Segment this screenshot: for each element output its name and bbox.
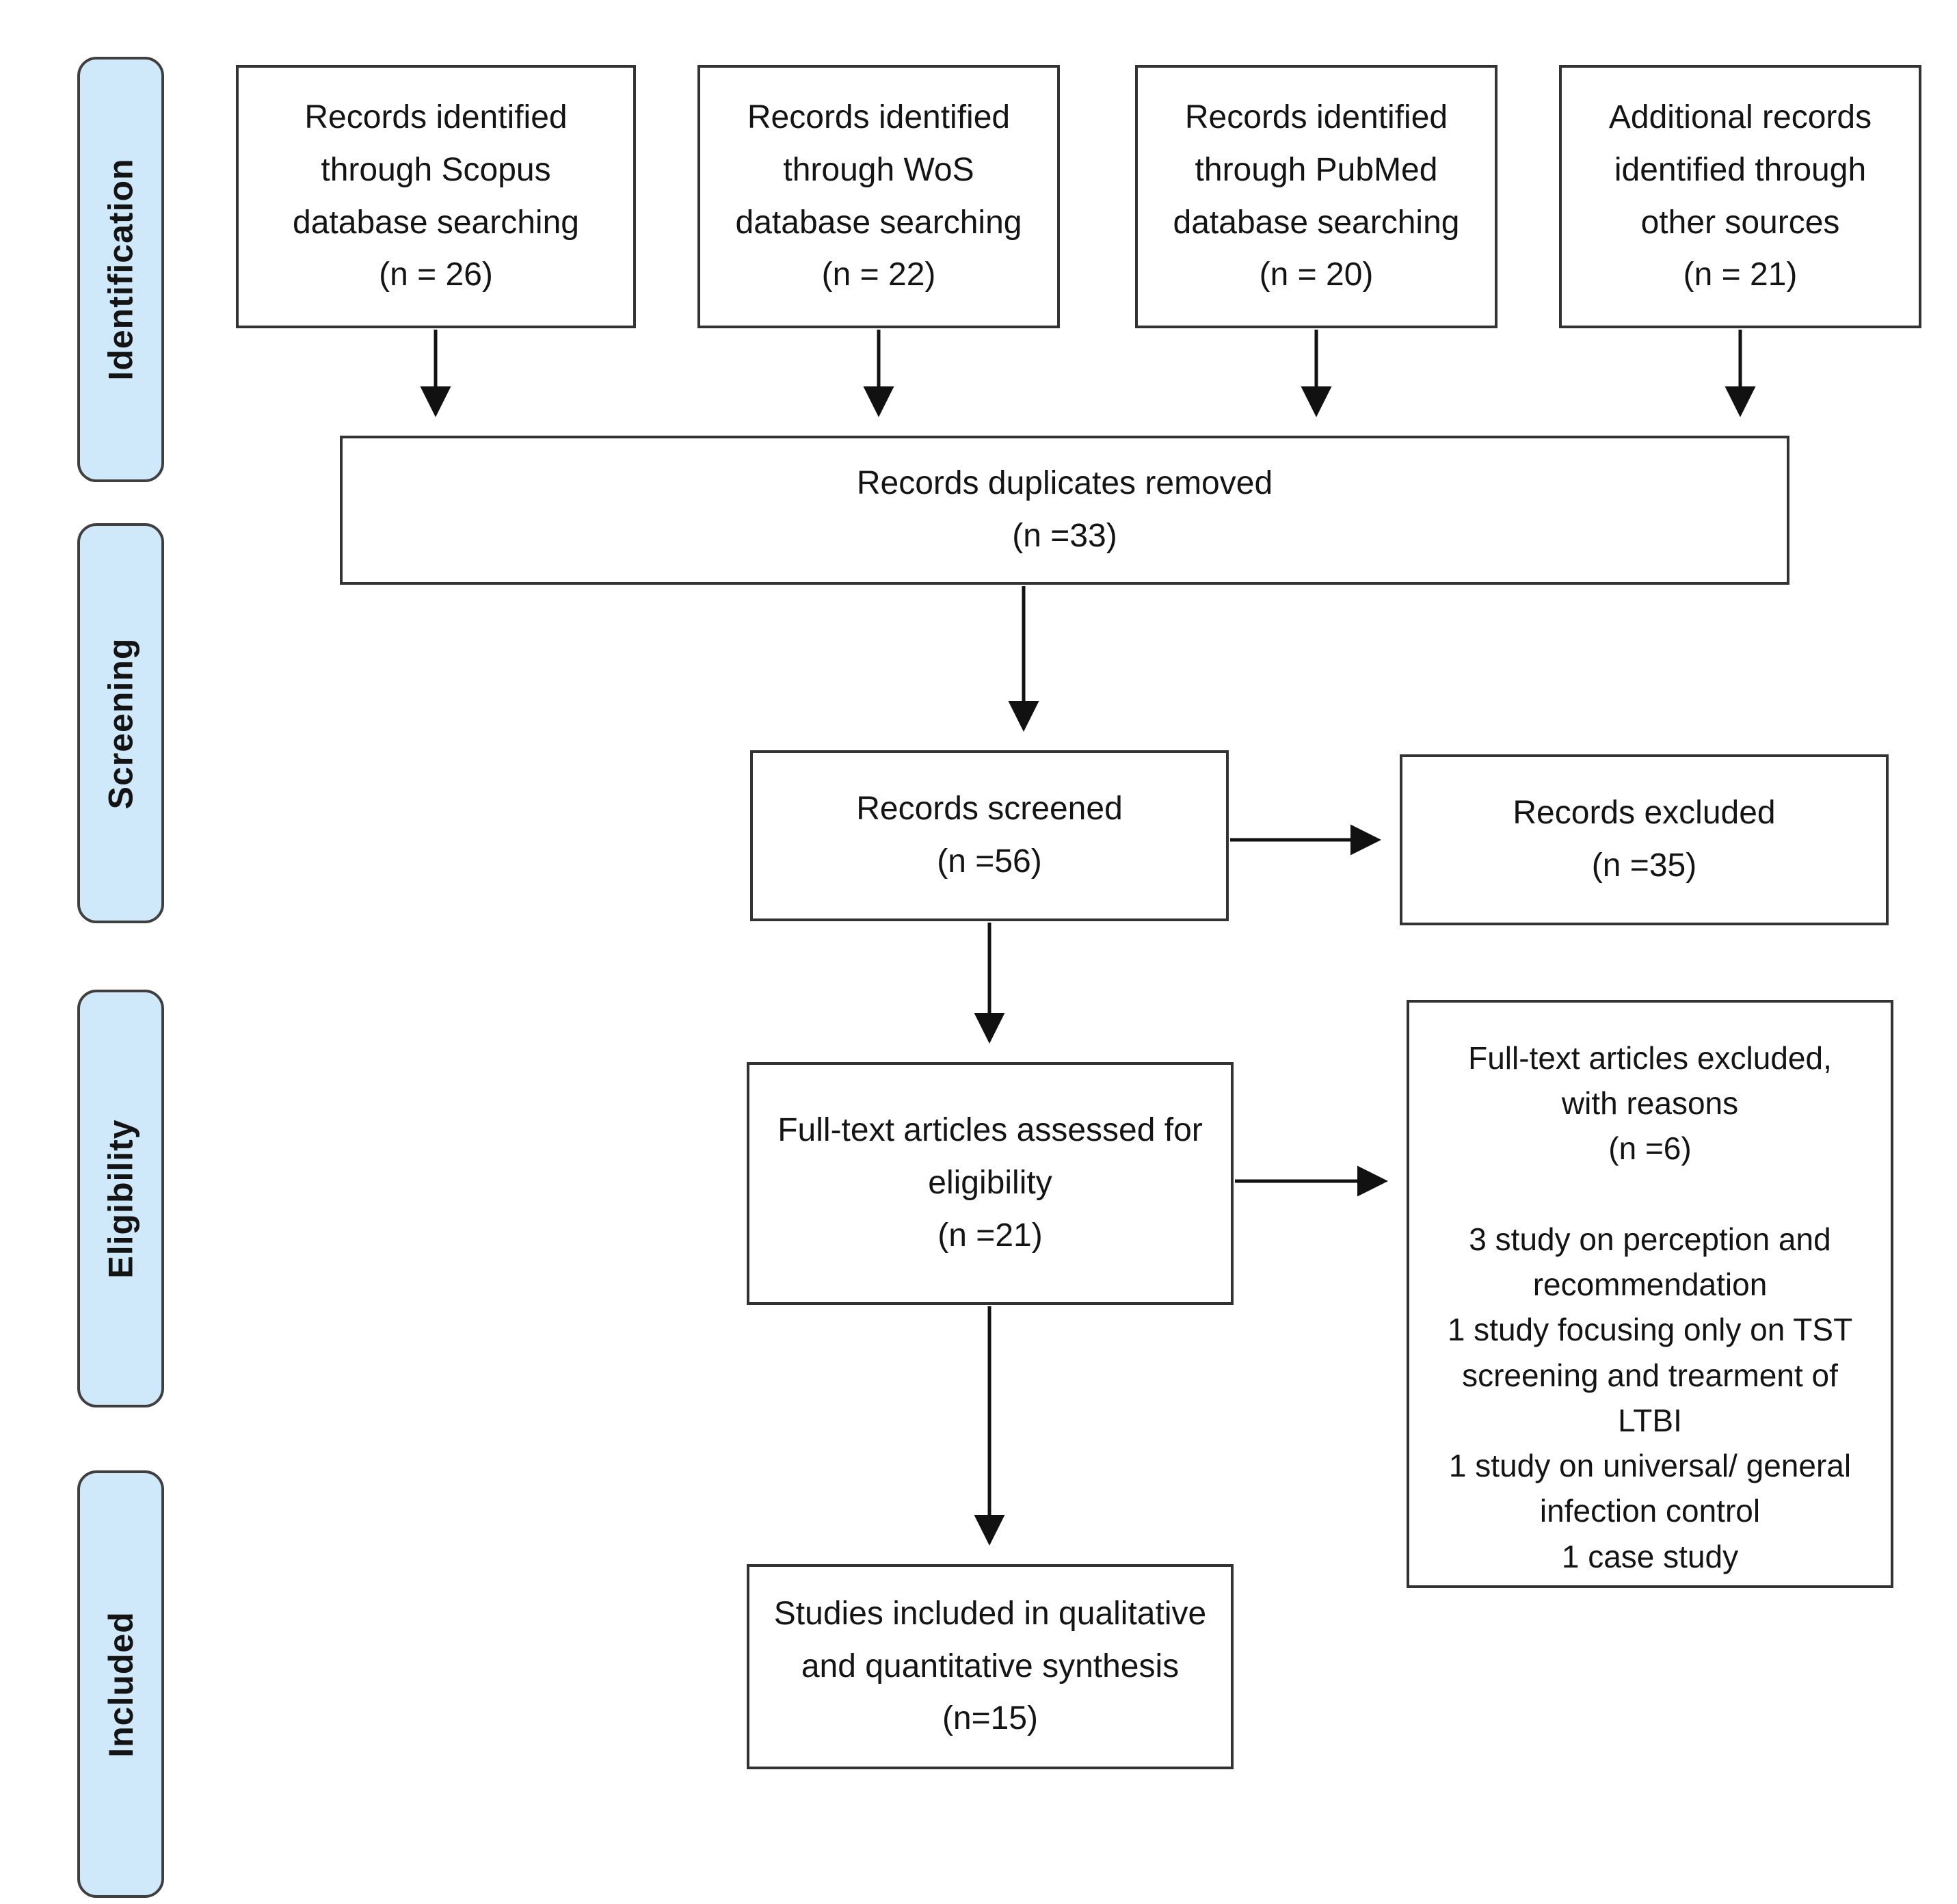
- stage-included: Included: [77, 1470, 164, 1898]
- stage-eligibility: Eligibility: [77, 990, 164, 1407]
- stage-identification: Identification: [77, 57, 164, 482]
- node-additional-records-other-sources: Additional records identified through ot…: [1559, 65, 1921, 328]
- stage-identification-label: Identification: [101, 158, 140, 381]
- node-records-identified-wos: Records identified through WoS database …: [697, 65, 1060, 328]
- node-records-excluded: Records excluded (n =35): [1400, 754, 1889, 925]
- node-records-identified-scopus: Records identified through Scopus databa…: [236, 65, 636, 328]
- stage-screening-label: Screening: [101, 637, 140, 809]
- stage-screening: Screening: [77, 523, 164, 923]
- stage-eligibility-label: Eligibility: [101, 1118, 140, 1279]
- node-studies-included: Studies included in qualitative and quan…: [747, 1564, 1234, 1769]
- stage-included-label: Included: [101, 1611, 140, 1758]
- node-fulltext-excluded-reasons: Full-text articles excluded, with reason…: [1407, 1000, 1893, 1588]
- node-duplicates-removed: Records duplicates removed (n =33): [340, 436, 1789, 585]
- node-records-screened: Records screened (n =56): [750, 750, 1229, 921]
- node-records-identified-pubmed: Records identified through PubMed databa…: [1135, 65, 1497, 328]
- node-fulltext-assessed: Full-text articles assessed for eligibil…: [747, 1062, 1234, 1305]
